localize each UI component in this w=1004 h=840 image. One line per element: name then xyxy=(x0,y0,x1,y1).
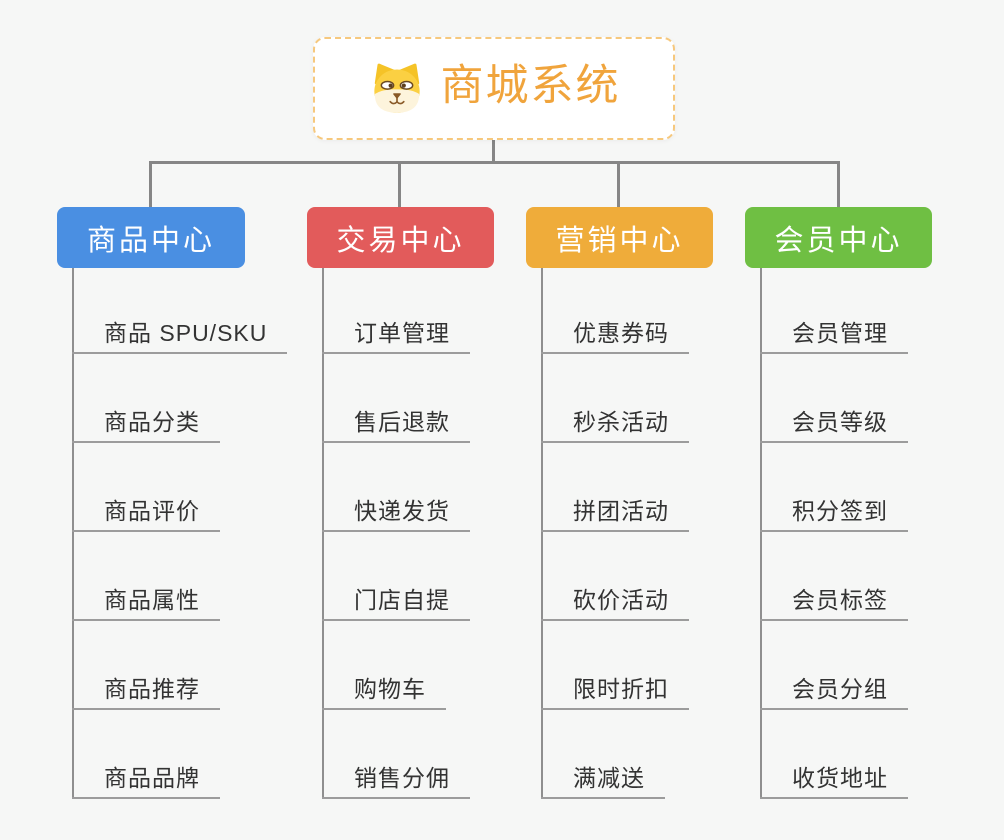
leaf-node[interactable]: 销售分佣 xyxy=(322,755,470,799)
connector-root-stem xyxy=(492,139,495,163)
connector-drop-member xyxy=(837,161,840,208)
trunk-line-product xyxy=(72,268,74,799)
leaf-node[interactable]: 优惠券码 xyxy=(541,310,689,354)
root-title: 商城系统 xyxy=(440,62,621,110)
leaf-node[interactable]: 商品推荐 xyxy=(72,666,220,710)
trunk-line-trade xyxy=(322,268,324,799)
leaf-node[interactable]: 快递发货 xyxy=(322,488,470,532)
branch-label: 交易中心 xyxy=(336,224,465,257)
dog-icon xyxy=(368,61,426,116)
connector-drop-marketing xyxy=(617,161,620,208)
leaf-node[interactable]: 秒杀活动 xyxy=(541,399,689,443)
branch-label: 商品中心 xyxy=(86,224,215,257)
leaf-node[interactable]: 限时折扣 xyxy=(541,666,689,710)
leaf-node[interactable]: 拼团活动 xyxy=(541,488,689,532)
leaf-node[interactable]: 门店自提 xyxy=(322,577,470,621)
trunk-line-marketing xyxy=(541,268,543,799)
leaf-node[interactable]: 商品分类 xyxy=(72,399,220,443)
branch-node-member-center[interactable]: 会员中心 xyxy=(745,207,932,268)
leaf-node[interactable]: 满减送 xyxy=(541,755,665,799)
branch-node-trade-center[interactable]: 交易中心 xyxy=(307,207,494,268)
leaf-node[interactable]: 订单管理 xyxy=(322,310,470,354)
root-node[interactable]: 商城系统 xyxy=(313,37,675,140)
branch-label: 会员中心 xyxy=(774,224,903,257)
leaf-node[interactable]: 砍价活动 xyxy=(541,577,689,621)
leaf-node[interactable]: 会员等级 xyxy=(760,399,908,443)
leaf-node[interactable]: 商品评价 xyxy=(72,488,220,532)
leaf-node[interactable]: 积分签到 xyxy=(760,488,908,532)
connector-bus-line xyxy=(149,161,840,164)
trunk-line-member xyxy=(760,268,762,799)
leaf-node[interactable]: 售后退款 xyxy=(322,399,470,443)
leaf-node[interactable]: 购物车 xyxy=(322,666,446,710)
branch-label: 营销中心 xyxy=(555,224,684,257)
leaf-node[interactable]: 收货地址 xyxy=(760,755,908,799)
branch-node-product-center[interactable]: 商品中心 xyxy=(57,207,245,268)
leaf-node[interactable]: 会员标签 xyxy=(760,577,908,621)
leaf-node[interactable]: 商品品牌 xyxy=(72,755,220,799)
leaf-node[interactable]: 会员分组 xyxy=(760,666,908,710)
branch-node-marketing-center[interactable]: 营销中心 xyxy=(526,207,713,268)
leaf-node[interactable]: 商品属性 xyxy=(72,577,220,621)
leaf-node[interactable]: 商品 SPU/SKU xyxy=(72,310,288,354)
leaf-node[interactable]: 会员管理 xyxy=(760,310,908,354)
connector-drop-product xyxy=(149,161,152,208)
connector-drop-trade xyxy=(398,161,401,208)
